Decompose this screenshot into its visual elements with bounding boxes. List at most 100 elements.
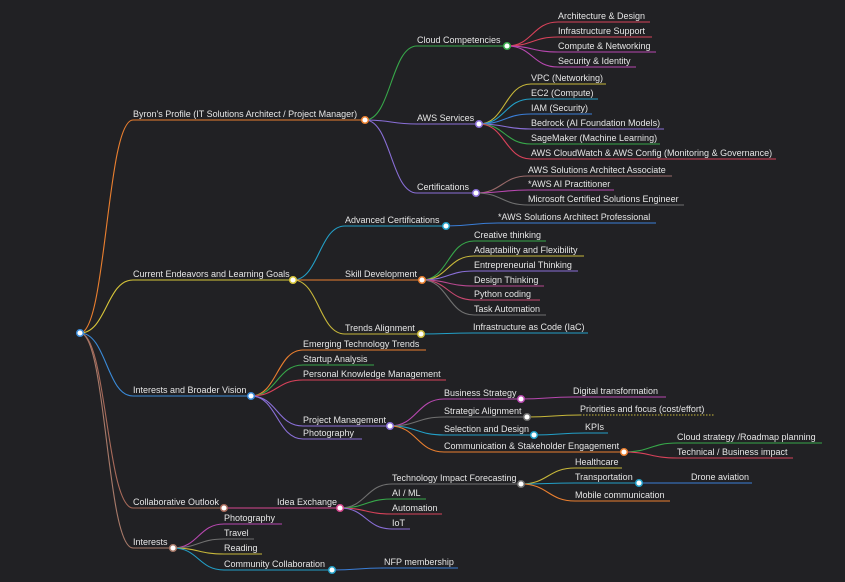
collaborative-outlook-label: Collaborative Outlook — [133, 497, 220, 507]
project-management-connector — [250, 395, 304, 427]
priorities-and-focus-cost-effort-label: Priorities and focus (cost/effort) — [580, 404, 704, 414]
personal-knowledge-management-label: Personal Knowledge Management — [303, 369, 441, 379]
design-thinking-label: Design Thinking — [474, 275, 538, 285]
infrastructure-as-code-iac-connector — [420, 332, 474, 335]
strategic-alignment-node-handle[interactable] — [522, 412, 532, 422]
interests-label: Interests — [133, 537, 168, 547]
selection-and-design-node-handle[interactable] — [529, 430, 539, 440]
drone-aviation-label: Drone aviation — [691, 472, 749, 482]
aws-solutions-architect-associate-label: AWS Solutions Architect Associate — [528, 165, 666, 175]
community-collaboration-label: Community Collaboration — [224, 559, 325, 569]
architecture-design-connector — [506, 21, 559, 47]
security-identity-label: Security & Identity — [558, 56, 631, 66]
photography-label: Photography — [303, 428, 355, 438]
advanced-certifications-connector — [292, 225, 346, 281]
strategic-alignment-label: Strategic Alignment — [444, 406, 522, 416]
creative-thinking-connector — [421, 240, 475, 281]
digital-transformation-connector — [520, 396, 574, 400]
connector-layer — [79, 21, 822, 571]
certifications-label: Certifications — [417, 182, 470, 192]
aws-services-node-handle[interactable] — [474, 119, 484, 129]
priorities-and-focus-cost-effort-connector — [526, 414, 581, 418]
architecture-design-label: Architecture & Design — [558, 11, 645, 21]
certifications-connector — [364, 119, 418, 194]
vpc-networking-connector — [478, 83, 532, 125]
current-endeavors-and-learning-goals-node-handle[interactable] — [288, 275, 298, 285]
photography-connector — [250, 395, 304, 440]
aws-cloudwatch-aws-config-monitoring-governance-connector — [478, 123, 532, 160]
interests-and-broader-vision-connector — [79, 332, 134, 397]
emerging-technology-trends-label: Emerging Technology Trends — [303, 339, 420, 349]
interests-and-broader-vision-node-handle[interactable] — [246, 391, 256, 401]
selection-and-design-label: Selection and Design — [444, 424, 529, 434]
photography-label: Photography — [224, 513, 276, 523]
entrepreneurial-thinking-label: Entrepreneurial Thinking — [474, 260, 572, 270]
root-node-handle[interactable] — [75, 328, 85, 338]
collaborative-outlook-connector — [79, 332, 134, 509]
personal-knowledge-management-connector — [250, 379, 304, 397]
community-collaboration-node-handle[interactable] — [327, 565, 337, 575]
idea-exchange-node-handle[interactable] — [335, 503, 345, 513]
adaptability-and-flexibility-label: Adaptability and Flexibility — [474, 245, 578, 255]
aws-solutions-architect-professional-connector — [445, 222, 499, 227]
photography-connector — [172, 523, 225, 549]
aws-cloudwatch-aws-config-monitoring-governance-label: AWS CloudWatch & AWS Config (Monitoring … — [531, 148, 772, 158]
skill-development-label: Skill Development — [345, 269, 418, 279]
ec2-compute-label: EC2 (Compute) — [531, 88, 594, 98]
nfp-membership-connector — [331, 567, 385, 571]
advanced-certifications-node-handle[interactable] — [441, 221, 451, 231]
project-management-node-handle[interactable] — [385, 421, 395, 431]
collaborative-outlook-node-handle[interactable] — [219, 503, 229, 513]
interests-node-handle[interactable] — [168, 543, 178, 553]
trends-alignment-connector — [292, 279, 346, 335]
cloud-strategy-roadmap-planning-label: Cloud strategy /Roadmap planning — [677, 432, 816, 442]
ec2-compute-connector — [478, 98, 532, 125]
cloud-competencies-node-handle[interactable] — [502, 41, 512, 51]
technical-business-impact-label: Technical / Business impact — [677, 447, 788, 457]
cloud-competencies-connector — [364, 45, 418, 121]
certifications-node-handle[interactable] — [471, 188, 481, 198]
iot-connector — [339, 507, 393, 530]
aws-services-connector — [364, 119, 418, 125]
trends-alignment-node-handle[interactable] — [416, 329, 426, 339]
startup-analysis-label: Startup Analysis — [303, 354, 368, 364]
technology-impact-forecasting-connector — [339, 483, 393, 509]
aws-ai-practitioner-label: *AWS AI Practitioner — [528, 179, 610, 189]
communication-stakeholder-engagement-node-handle[interactable] — [619, 447, 629, 457]
creative-thinking-label: Creative thinking — [474, 230, 541, 240]
python-coding-label: Python coding — [474, 289, 531, 299]
ai-ml-label: AI / ML — [392, 488, 421, 498]
microsoft-certified-solutions-engineer-connector — [475, 192, 529, 206]
interests-and-broader-vision-label: Interests and Broader Vision — [133, 385, 246, 395]
compute-networking-label: Compute & Networking — [558, 41, 651, 51]
cloud-competencies-label: Cloud Competencies — [417, 35, 501, 45]
transportation-label: Transportation — [575, 472, 633, 482]
nfp-membership-label: NFP membership — [384, 557, 454, 567]
reading-label: Reading — [224, 543, 258, 553]
cloud-strategy-roadmap-planning-connector — [623, 442, 678, 453]
mobile-communication-connector — [520, 483, 576, 502]
aws-ai-practitioner-connector — [475, 189, 529, 194]
mobile-communication-label: Mobile communication — [575, 490, 665, 500]
trends-alignment-label: Trends Alignment — [345, 323, 415, 333]
emerging-technology-trends-connector — [250, 349, 304, 397]
kpis-connector — [533, 432, 586, 436]
task-automation-label: Task Automation — [474, 304, 540, 314]
advanced-certifications-label: Advanced Certifications — [345, 215, 440, 225]
vpc-networking-label: VPC (Networking) — [531, 73, 603, 83]
healthcare-label: Healthcare — [575, 457, 619, 467]
technology-impact-forecasting-node-handle[interactable] — [516, 479, 526, 489]
travel-label: Travel — [224, 528, 249, 538]
skill-development-node-handle[interactable] — [417, 275, 427, 285]
business-strategy-node-handle[interactable] — [516, 394, 526, 404]
aws-solutions-architect-professional-label: *AWS Solutions Architect Professional — [498, 212, 650, 222]
infrastructure-support-label: Infrastructure Support — [558, 26, 646, 36]
byron-s-profile-it-solutions-architect-project-manager-node-handle[interactable] — [360, 115, 370, 125]
kpis-label: KPIs — [585, 422, 605, 432]
digital-transformation-label: Digital transformation — [573, 386, 658, 396]
byron-s-profile-it-solutions-architect-project-manager-connector — [79, 119, 134, 334]
transportation-node-handle[interactable] — [634, 478, 644, 488]
infrastructure-as-code-iac-label: Infrastructure as Code (IaC) — [473, 322, 585, 332]
